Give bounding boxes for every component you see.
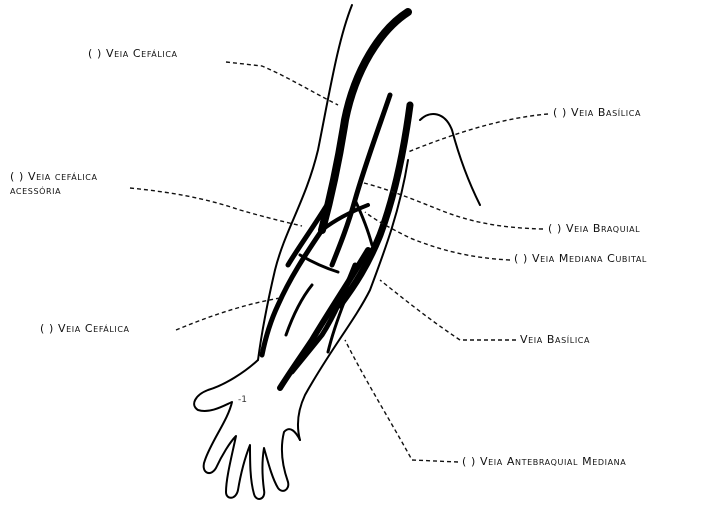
leader-cefalica-acessoria bbox=[130, 188, 302, 226]
label-veia-basilica-bottom: Veia Basílica bbox=[520, 333, 590, 346]
label-veia-mediana-cubital: ( ) Veia Mediana Cubital bbox=[514, 252, 647, 265]
leader-basilica-bottom bbox=[380, 280, 516, 340]
label-veia-basilica-top: ( ) Veia Basílica bbox=[553, 106, 641, 119]
label-veia-cefalica-acessoria-line1: ( ) Veia cefálica bbox=[10, 170, 98, 183]
leader-basilica-top bbox=[408, 114, 548, 152]
arm-outline-medial bbox=[420, 114, 480, 205]
label-veia-antebraquial-mediana: ( ) Veia Antebraquial Mediana bbox=[462, 455, 626, 468]
label-veia-cefalica-acessoria-line2: acessória bbox=[10, 184, 61, 197]
label-veia-cefalica-top: ( ) Veia Cefálica bbox=[88, 47, 178, 60]
label-veia-braquial: ( ) Veia Braquial bbox=[548, 222, 640, 235]
leader-cefalica-top bbox=[226, 62, 338, 105]
vein-branch-1 bbox=[286, 285, 312, 335]
hand-mark: -1 bbox=[238, 395, 247, 405]
label-veia-cefalica-bottom: ( ) Veia Cefálica bbox=[40, 322, 130, 335]
leader-antebraquial-mediana bbox=[345, 340, 458, 462]
